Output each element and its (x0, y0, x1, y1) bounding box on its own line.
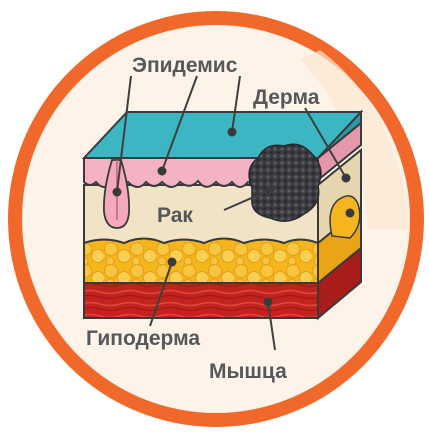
muscle-front (84, 283, 318, 318)
hypodermis-pin (168, 258, 177, 267)
label-hypodermis: Гиподерма (86, 327, 200, 350)
label-muscle: Мышца (209, 360, 287, 383)
label-epidermis: Эпидемис (132, 54, 238, 77)
epidermis-pin-1 (113, 188, 122, 197)
muscle-pin (264, 298, 273, 307)
tumor (249, 144, 321, 221)
cancer-pin (266, 186, 275, 195)
dermis-pin (342, 174, 351, 183)
epidermis-pin-2 (158, 167, 167, 176)
epidermis-pin-3 (228, 128, 237, 137)
hypodermis-front (84, 239, 318, 284)
label-dermis: Дерма (253, 86, 320, 109)
label-cancer: Рак (157, 204, 193, 227)
side-fat-pin (346, 209, 355, 218)
